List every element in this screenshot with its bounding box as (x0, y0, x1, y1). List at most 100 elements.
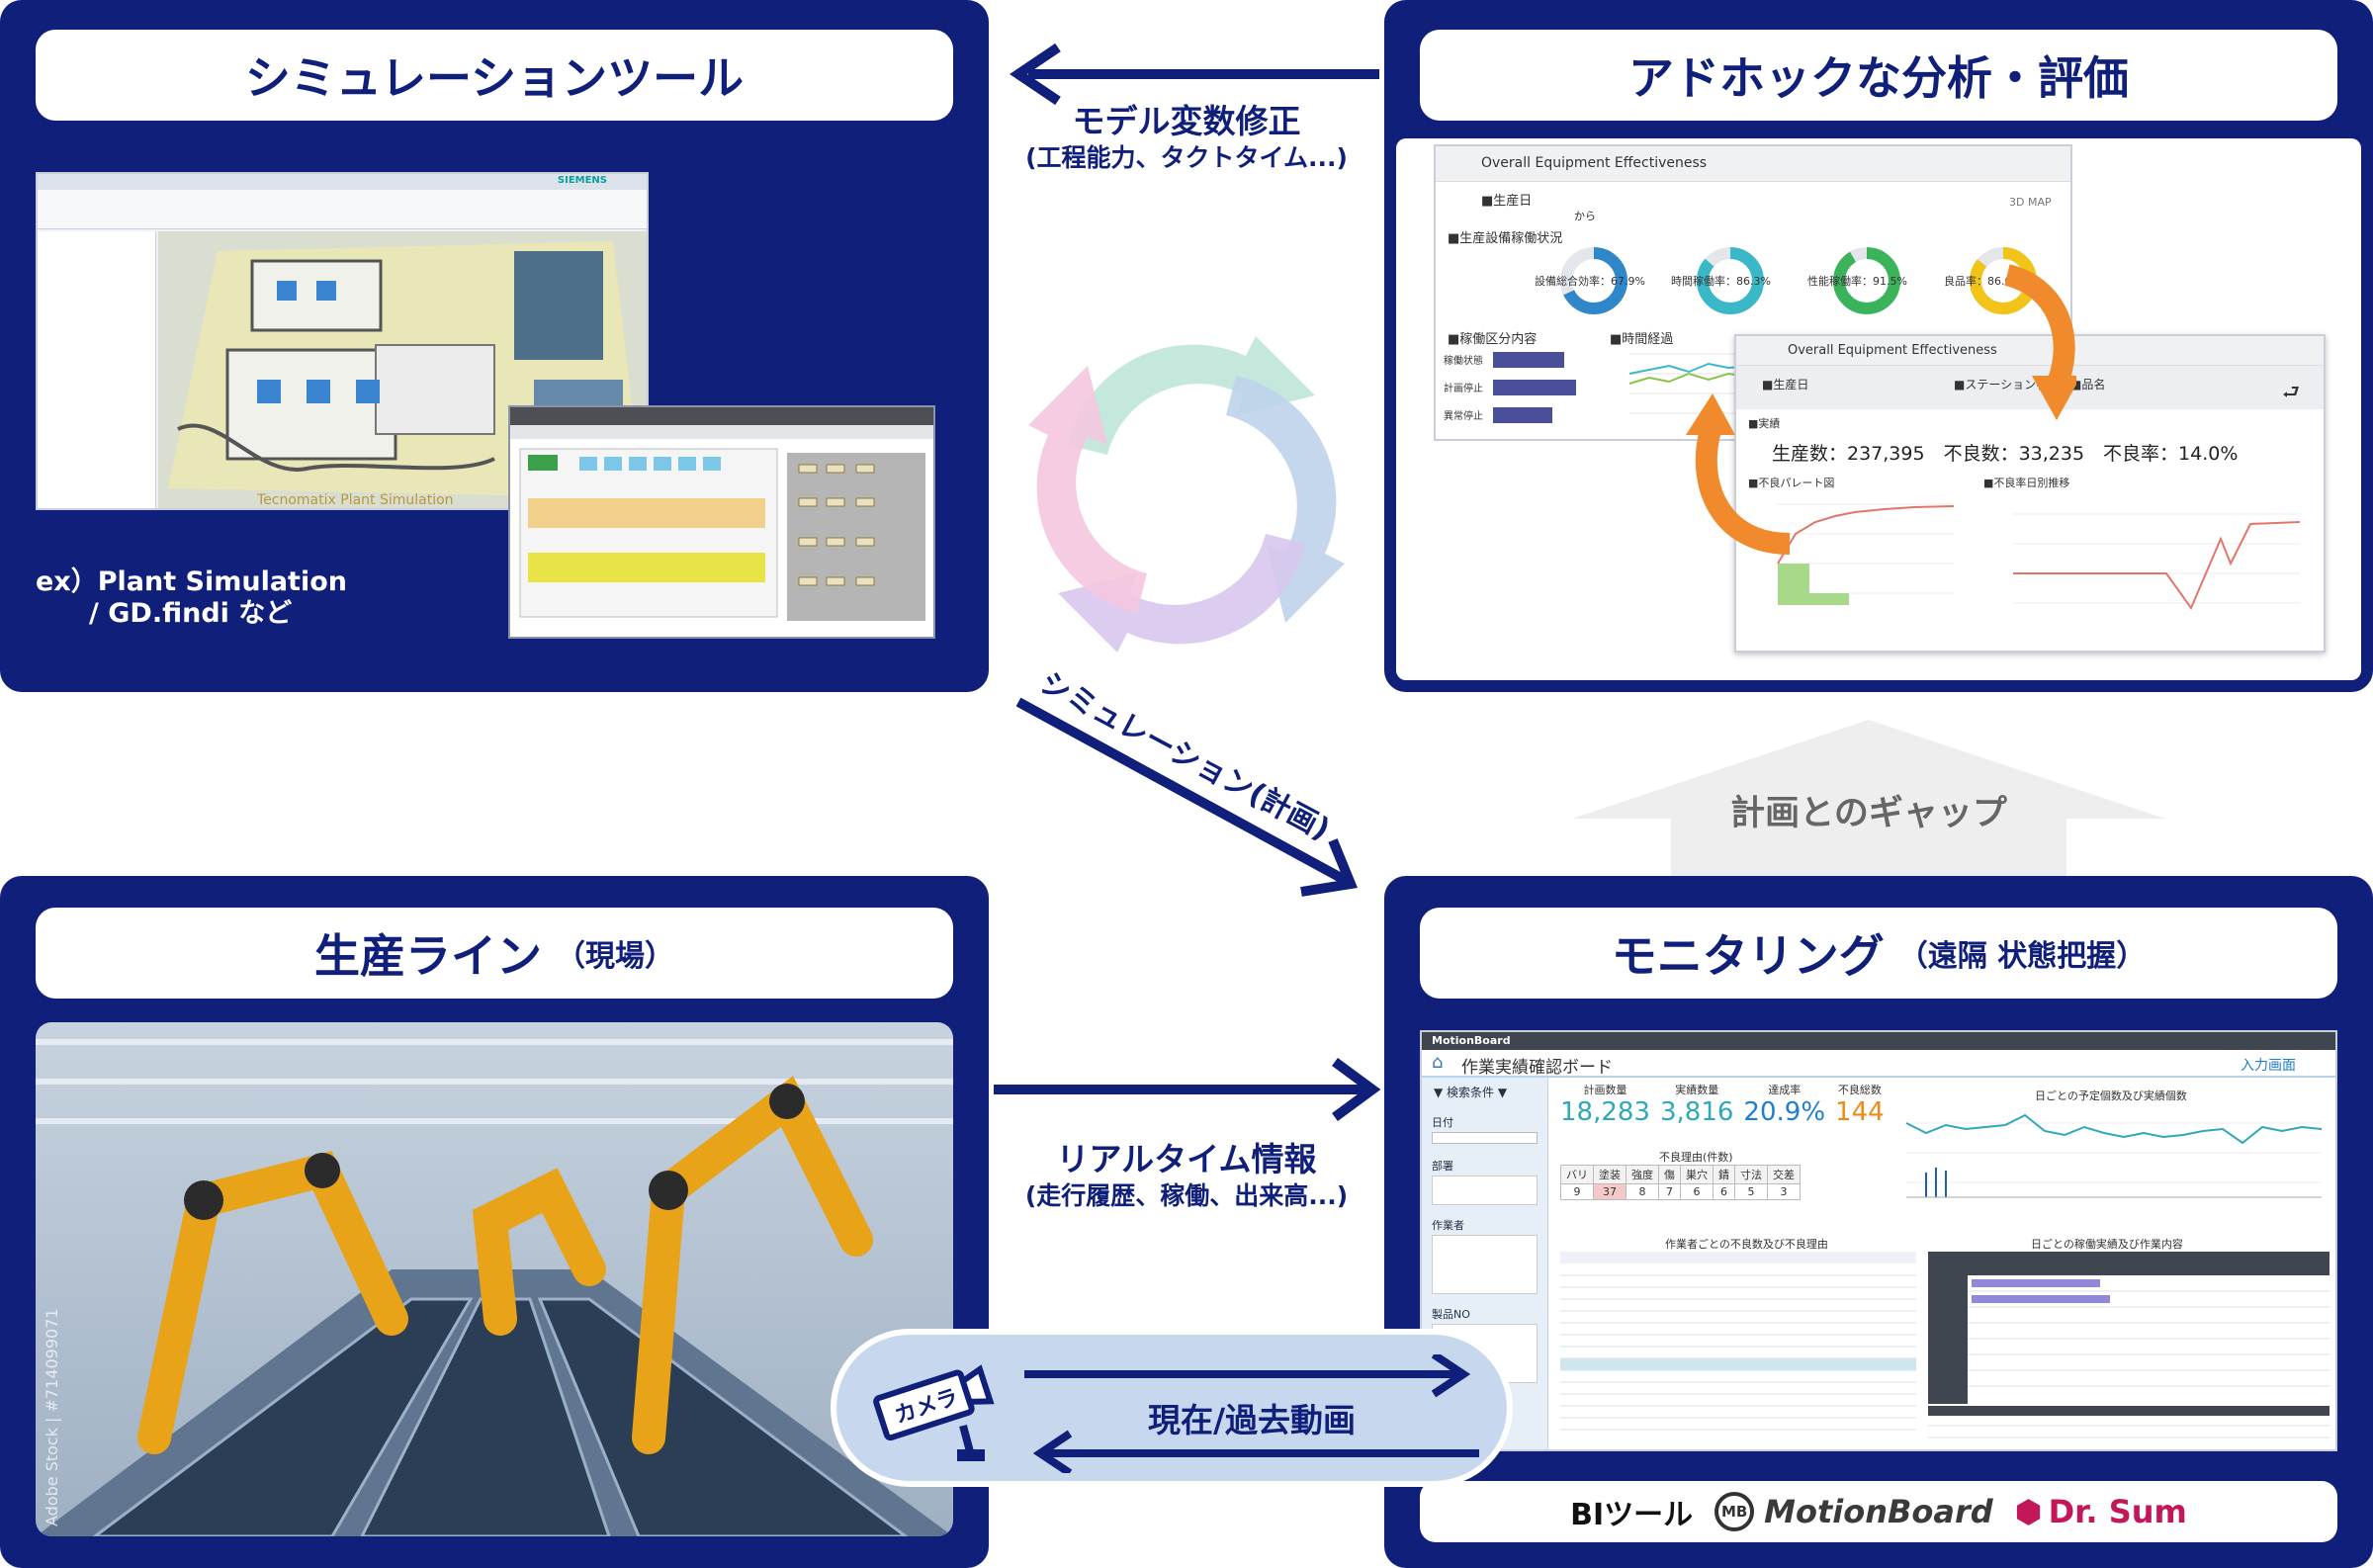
production-title-main: 生産ライン (314, 929, 542, 983)
gd-findi-layout (519, 448, 925, 621)
defect-count-cell: 6 (1680, 1183, 1714, 1200)
gd-findi-screenshot (508, 405, 935, 639)
oee-status-header: ■生産設備稼働状況 (1448, 231, 1563, 246)
inner-filter-date: ■生産日 (1762, 378, 1809, 392)
gantt-chart (1928, 1252, 2329, 1438)
trend-header: ■不良率日別推移 (1983, 477, 2070, 489)
defect-trend-chart (2013, 513, 2301, 611)
gauge-arc (1833, 247, 1900, 314)
kpi-value: 144 (1835, 1097, 1885, 1127)
motionboard-brand: MotionBoard (1764, 1493, 1993, 1530)
search-label-dept: 部署 (1432, 1160, 1453, 1173)
drsum-logo-icon: ⬢ (2014, 1493, 2043, 1530)
kpi-value: 20.9% (1743, 1097, 1826, 1127)
simulation-panel: シミュレーションツール SIEMENS Tecnomatix Plant Sim… (0, 0, 989, 692)
simulation-example-line2: / GD.findi など (89, 598, 293, 629)
model-fix-detail: (工程能力、タクトタイム...) (1025, 143, 1348, 172)
motionboard-dashboard: MotionBoard ⌂ 作業実績確認ボード 入力画面 ▼ 検索条件 ▼ 日付… (1420, 1030, 2337, 1451)
siemens-brand: SIEMENS (557, 175, 607, 186)
defect-count-cell: 7 (1658, 1183, 1681, 1200)
camera-video-label: 現在/過去動画 (1147, 1401, 1357, 1439)
inner-filter-station: ■ステーション名 (1954, 378, 2049, 392)
oee-filter-from: から (1574, 210, 1596, 222)
kpi-label: 計画数量 (1583, 1084, 1627, 1096)
model-fix-arrow (1010, 43, 1379, 106)
camera-arrows (1024, 1354, 1479, 1473)
daily-plan-actual-chart (1905, 1113, 2323, 1198)
breakdown-bar (1493, 407, 1552, 423)
defect-reason-cell: 塗装 (1593, 1165, 1626, 1184)
monitoring-title-main: モニタリング (1611, 929, 1885, 983)
monitoring-panel-title: モニタリング （遠隔 状態把握） (1420, 908, 2337, 999)
defect-count-cell: 9 (1560, 1183, 1594, 1200)
realtime-arrow (994, 1057, 1381, 1122)
defect-reason-cell: 傷 (1658, 1165, 1681, 1184)
gauge-label: 良品率：86.0% (1944, 274, 2022, 288)
defect-count-cell: 8 (1626, 1183, 1659, 1200)
kpi-label: 不良総数 (1837, 1084, 1882, 1096)
production-panel-title: 生産ライン （現場） (36, 908, 953, 999)
breakdown-label: 計画停止 (1444, 382, 1483, 394)
defect-reason-cell: 錆 (1713, 1165, 1735, 1184)
bi-tool-label: BIツール (1570, 1498, 1694, 1532)
search-label-worker: 作業者 (1432, 1219, 1464, 1232)
tecnomatix-watermark: Tecnomatix Plant Simulation (256, 492, 454, 508)
camera-video-pill: カメラ 現在/過去動画 (831, 1329, 1513, 1487)
oee-map-label: 3D MAP (2009, 196, 2052, 209)
gantt-header: 日ごとの稼働実績及び作業内容 (2031, 1238, 2183, 1251)
inner-result-header: ■実績 (1748, 417, 1781, 430)
defect-reason-cell: 交差 (1767, 1165, 1801, 1184)
simulation-plan-arrow (1015, 697, 1359, 897)
simulation-example-line1: ex）Plant Simulation (36, 566, 347, 597)
analysis-title-text: アドホックな分析・評価 (1628, 51, 2129, 105)
bi-tool-bar: BIツール MB MotionBoard ⬢ Dr. Sum (1420, 1481, 2337, 1542)
production-panel: 生産ライン （現場） Adobe Stock | #714099071 (0, 876, 989, 1568)
motionboard-logo-icon: MB (1714, 1492, 1755, 1531)
gauge-label: 設備総合効率：67.9% (1535, 274, 1645, 288)
defect-reason-header: 不良理由(件数) (1659, 1151, 1733, 1164)
defect-count-cell: 6 (1713, 1183, 1735, 1200)
daily-chart-header: 日ごとの予定個数及び実績個数 (2035, 1089, 2187, 1102)
breakdown-label: 異常停止 (1444, 409, 1483, 422)
return-icon[interactable]: ⮐ (2282, 380, 2300, 403)
drsum-brand: Dr. Sum (2048, 1493, 2187, 1530)
oee-date-filter: ■生産日 (1481, 194, 1533, 209)
oee-inner-dashboard: Overall Equipment Effectiveness ■生産日 ■ステ… (1734, 334, 2326, 653)
search-label-date: 日付 (1432, 1116, 1453, 1129)
kpi-label: 達成率 (1768, 1084, 1802, 1096)
home-icon[interactable]: ⌂ (1432, 1052, 1444, 1073)
gauge-arc (1560, 247, 1627, 314)
kpi-value: 18,283 (1560, 1097, 1650, 1127)
inner-result-text: 生産数：237,395 不良数：33,235 不良率：14.0% (1772, 443, 2239, 465)
search-label-product: 製品NO (1432, 1308, 1470, 1321)
board-title: 作業実績確認ボード (1461, 1058, 1613, 1078)
defect-reason-cell: バリ (1560, 1165, 1594, 1184)
kpi-value: 3,816 (1659, 1097, 1734, 1127)
pareto-header: ■不良パレート図 (1748, 477, 1835, 489)
gap-label: 計画とのギャップ (1730, 794, 2007, 833)
realtime-label: リアルタイム情報 (1056, 1140, 1317, 1178)
search-header[interactable]: ▼ 検索条件 ▼ (1434, 1086, 1508, 1099)
stock-credit: Adobe Stock | #714099071 (43, 1308, 61, 1526)
motionboard-app-name: MotionBoard (1432, 1034, 1511, 1047)
camera-icon: カメラ (873, 1364, 995, 1461)
worker-table-header: 作業者ごとの不良数及び不良理由 (1665, 1238, 1828, 1251)
analysis-panel-title: アドホックな分析・評価 (1420, 30, 2337, 121)
defect-reason-cell: 寸法 (1734, 1165, 1768, 1184)
analysis-panel: アドホックな分析・評価 Overall Equipment Effectiven… (1384, 0, 2373, 692)
inner-filter-product: ■品名 (2070, 378, 2106, 392)
oee-time-header: ■時間経過 (1610, 332, 1674, 347)
defect-reason-cell: 巣穴 (1680, 1165, 1714, 1184)
worker-defect-table (1560, 1252, 1916, 1431)
entry-screen-link[interactable]: 入力画面 (2241, 1058, 2296, 1074)
inner-oee-title: Overall Equipment Effectiveness (1788, 343, 1997, 358)
monitoring-title-sub: （遠隔 状態把握） (1897, 939, 2147, 974)
realtime-detail: (走行履歴、稼働、出来高...) (1024, 1181, 1349, 1210)
breakdown-bar (1493, 352, 1564, 368)
